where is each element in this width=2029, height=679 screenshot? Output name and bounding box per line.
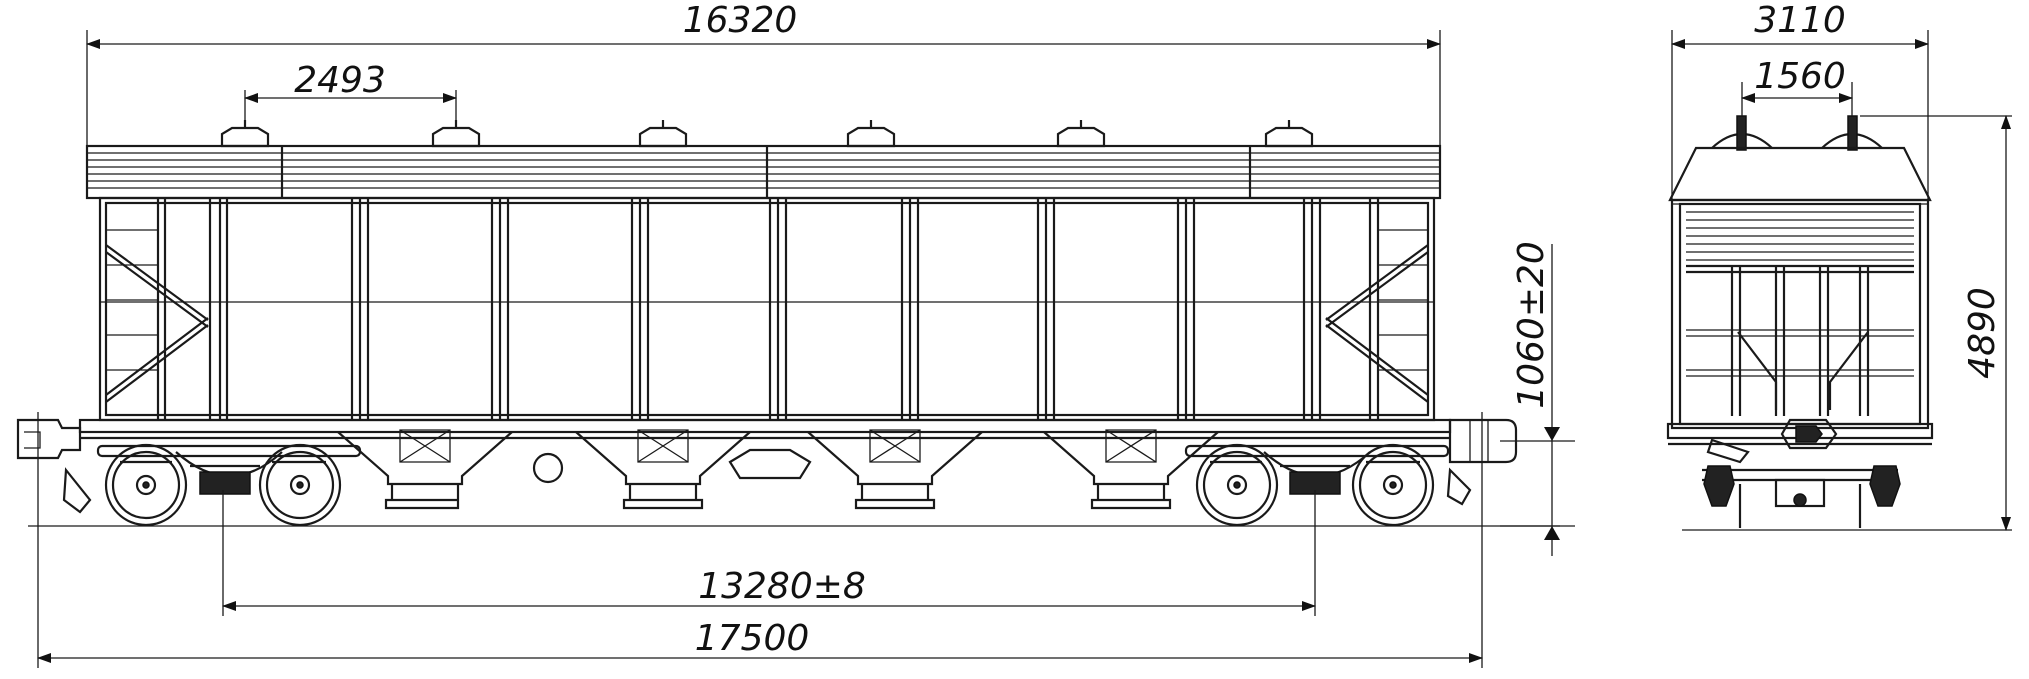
end-bracing-left bbox=[105, 229, 209, 403]
dim-width: 3110 bbox=[1754, 0, 1846, 41]
dim-height: 4890 bbox=[1962, 287, 2003, 379]
underframe bbox=[78, 418, 1452, 440]
side-view bbox=[16, 120, 1560, 527]
hopper-bins bbox=[337, 429, 1219, 510]
roof bbox=[85, 144, 1442, 200]
roof-hatch bbox=[1264, 120, 1314, 148]
coupler-left bbox=[16, 418, 92, 514]
end-dimensions: 3110 1560 4890 bbox=[1671, 0, 2012, 531]
car-body bbox=[98, 196, 1436, 422]
body-stanchions bbox=[156, 198, 1380, 420]
end-roof-hatches bbox=[1711, 115, 1883, 151]
end-view bbox=[1666, 115, 1934, 531]
dim-hatch-spacing: 2493 bbox=[294, 60, 386, 101]
dim-coupling-height: 1060±20 bbox=[1511, 241, 1552, 409]
dim-bogie-centers: 13280±8 bbox=[698, 566, 866, 607]
end-slats bbox=[1686, 211, 1914, 261]
end-bogie bbox=[1702, 465, 1901, 528]
end-roof bbox=[1668, 146, 1932, 202]
bogie-right bbox=[1184, 443, 1450, 527]
dim-body-length: 16320 bbox=[683, 0, 798, 41]
roof-hatch bbox=[846, 120, 896, 148]
roof-hatch bbox=[638, 120, 688, 148]
hopper-bin bbox=[1043, 429, 1219, 510]
roof-hatches bbox=[220, 120, 1314, 148]
roof-hatch bbox=[1056, 120, 1106, 148]
coupler-right bbox=[1446, 418, 1518, 506]
hopper-bin bbox=[337, 429, 513, 510]
dim-end-hatch-spacing: 1560 bbox=[1754, 56, 1846, 97]
side-dimensions: 16320 2493 13280±8 17500 1060±20 bbox=[37, 0, 1575, 668]
hopper-bin bbox=[575, 429, 751, 510]
dim-length-over-couplers: 17500 bbox=[695, 618, 810, 659]
end-frame bbox=[1686, 264, 1914, 416]
end-bracing-right bbox=[1325, 229, 1429, 403]
end-coupler bbox=[1706, 418, 1838, 464]
bogie-left bbox=[96, 443, 362, 527]
hopper-bin bbox=[807, 429, 983, 510]
